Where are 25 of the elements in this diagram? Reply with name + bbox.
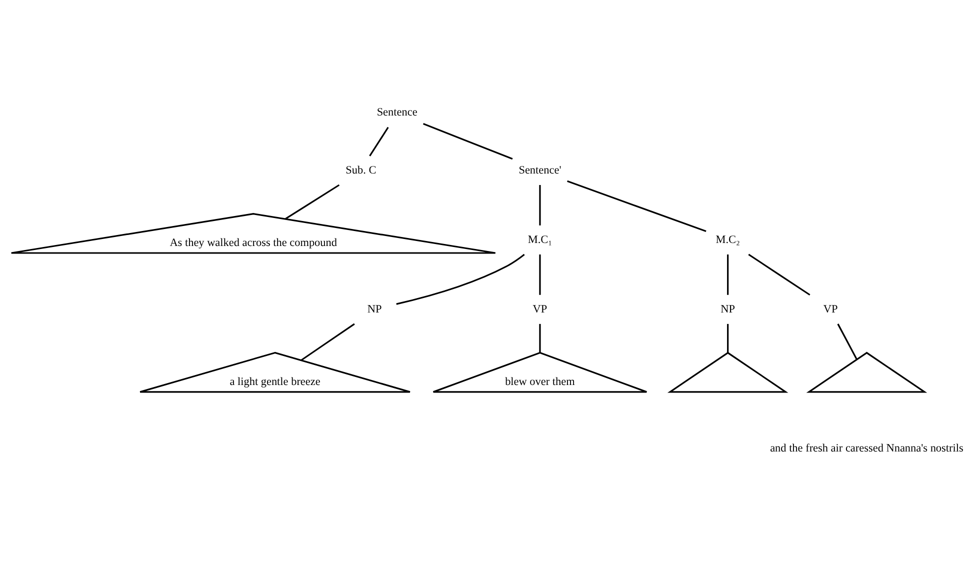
connector bbox=[539, 185, 541, 226]
node-text: VP bbox=[823, 303, 838, 316]
connector bbox=[422, 123, 513, 160]
connector bbox=[396, 254, 525, 305]
node-text: Sentence' bbox=[518, 164, 562, 176]
node-text: Sentence bbox=[376, 106, 418, 119]
connector bbox=[300, 323, 355, 361]
node-text: Sub. C bbox=[346, 164, 376, 176]
connector bbox=[539, 324, 541, 353]
connector bbox=[285, 184, 340, 220]
connector bbox=[539, 254, 541, 295]
connector bbox=[727, 254, 729, 295]
node-text: VP bbox=[532, 303, 548, 316]
node-text: NP bbox=[367, 303, 382, 316]
connector bbox=[727, 324, 729, 353]
connector bbox=[748, 254, 810, 296]
label: and the fresh air caressed Nnanna's nostrils bbox=[770, 442, 964, 454]
connector bbox=[567, 180, 706, 232]
node-text: NP bbox=[720, 303, 736, 316]
node-triangle bbox=[806, 352, 928, 393]
connector bbox=[837, 324, 858, 360]
node-text: M.C₂ bbox=[716, 234, 740, 246]
node-text: M.C₁ bbox=[528, 234, 552, 246]
node-triangle bbox=[667, 352, 788, 393]
connector bbox=[369, 126, 389, 156]
